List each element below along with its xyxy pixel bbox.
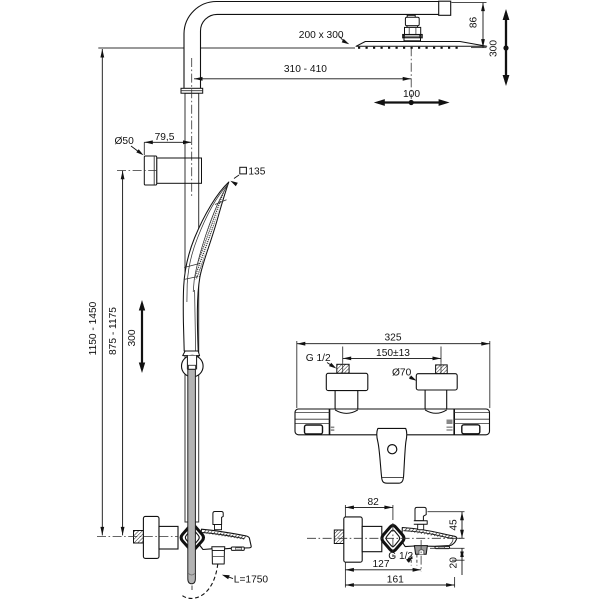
svg-text:45: 45	[449, 519, 460, 531]
svg-text:325: 325	[385, 333, 402, 344]
svg-text:300: 300	[127, 329, 138, 346]
svg-text:875 - 1175: 875 - 1175	[108, 307, 119, 355]
svg-text:127: 127	[373, 559, 390, 570]
svg-text:135: 135	[248, 166, 265, 177]
svg-text:Ø50: Ø50	[115, 136, 135, 147]
svg-text:1150 - 1450: 1150 - 1450	[88, 301, 99, 355]
svg-text:79,5: 79,5	[155, 132, 175, 143]
svg-text:86: 86	[469, 17, 480, 29]
svg-text:150±13: 150±13	[376, 348, 410, 359]
svg-text:200 x 300: 200 x 300	[299, 30, 344, 41]
svg-text:310 - 410: 310 - 410	[284, 64, 327, 75]
svg-text:20: 20	[449, 557, 460, 569]
svg-text:G 1/2: G 1/2	[388, 551, 413, 562]
svg-text:L=1750: L=1750	[234, 575, 269, 586]
svg-text:100: 100	[403, 89, 420, 100]
svg-text:G 1/2: G 1/2	[306, 353, 331, 364]
svg-text:300: 300	[489, 40, 500, 57]
svg-text:Ø70: Ø70	[392, 368, 412, 379]
svg-text:82: 82	[368, 497, 380, 508]
svg-text:161: 161	[387, 574, 404, 585]
